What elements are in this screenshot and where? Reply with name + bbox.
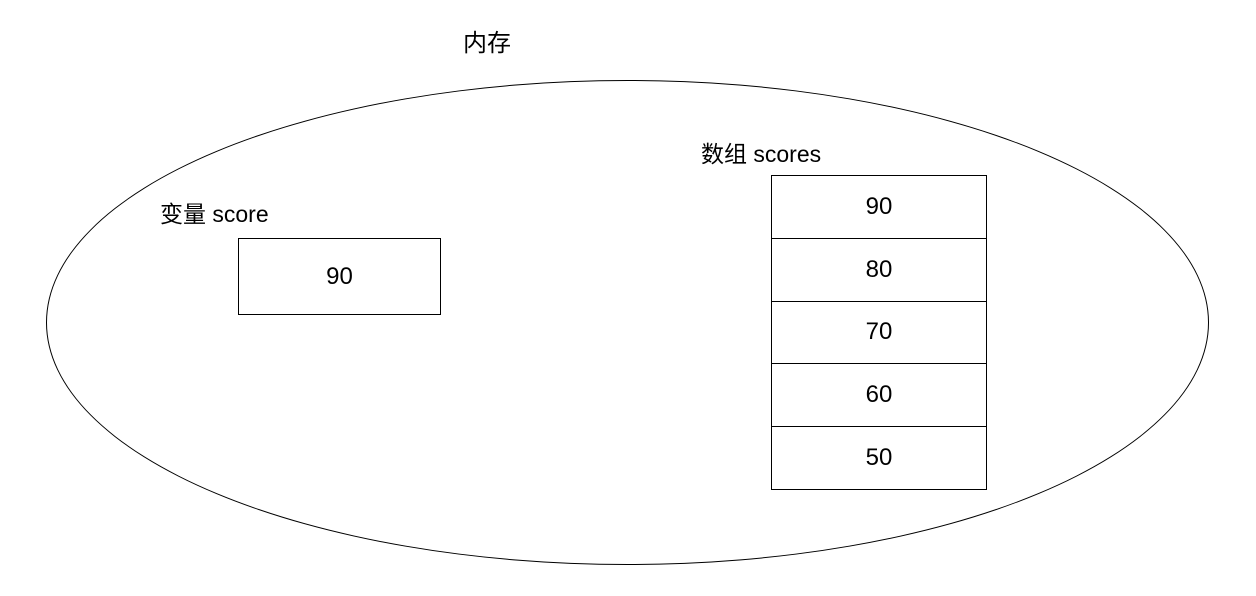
array-cell-2: 70 bbox=[772, 302, 986, 365]
array-cell-value: 70 bbox=[865, 318, 893, 346]
array-cell-1: 80 bbox=[772, 239, 986, 302]
array-cell-4: 50 bbox=[772, 427, 986, 489]
array-cell-value: 80 bbox=[865, 255, 893, 283]
array-cell-value: 90 bbox=[865, 192, 893, 220]
array-label: 数组 scores bbox=[701, 141, 822, 167]
variable-label: 变量 score bbox=[160, 201, 269, 227]
array-cell-0: 90 bbox=[772, 176, 986, 239]
variable-box: 90 bbox=[238, 238, 441, 315]
memory-boundary-ellipse bbox=[46, 80, 1209, 565]
variable-value: 90 bbox=[326, 262, 353, 290]
array-box: 90 80 70 60 50 bbox=[771, 175, 987, 490]
array-cell-3: 60 bbox=[772, 364, 986, 428]
array-cell-value: 50 bbox=[865, 444, 893, 472]
diagram-title: 内存 bbox=[463, 30, 511, 57]
array-cell-value: 60 bbox=[865, 381, 893, 409]
